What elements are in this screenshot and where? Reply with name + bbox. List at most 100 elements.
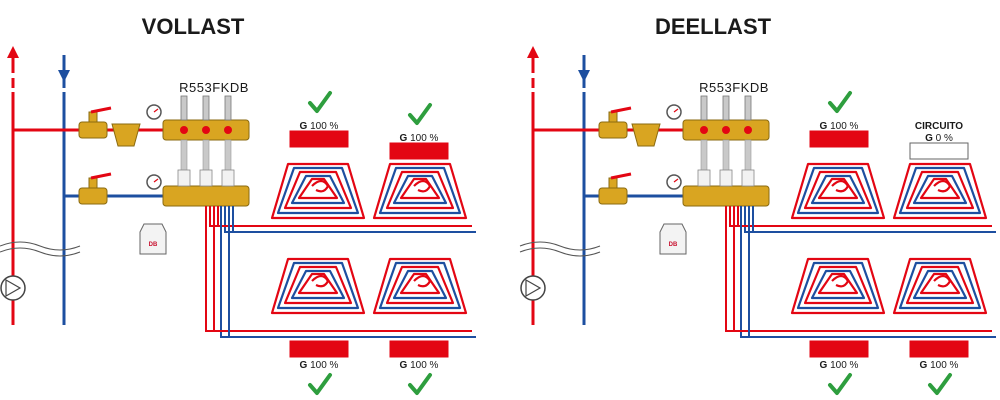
flow-meter-cap — [202, 126, 210, 134]
flow-meter — [722, 95, 730, 121]
loop-ring — [912, 174, 968, 205]
flow-meter — [180, 95, 188, 121]
db-tag-icon — [659, 223, 687, 255]
filter-icon — [631, 123, 661, 147]
loop-spiral — [933, 274, 952, 288]
flow-meter — [744, 95, 752, 121]
ball-valve-supply — [78, 106, 112, 139]
manifold-model: R553FKDB — [179, 80, 249, 95]
check-icon — [408, 103, 432, 125]
loop-ring — [810, 269, 866, 300]
loop-flow-value: 100 % — [830, 121, 858, 132]
pump-icon — [0, 275, 26, 301]
loop-flow-label: G 100 % — [400, 133, 439, 144]
flow-meter-cap — [722, 126, 730, 134]
loop-ring — [905, 265, 975, 305]
loop-flow-prefix: G — [400, 133, 411, 144]
loop-ring — [912, 269, 968, 300]
loop-name: CIRCUITO — [915, 121, 963, 132]
floor-loop — [892, 257, 988, 315]
break-line — [519, 241, 601, 251]
db-tag-label: DB — [149, 242, 158, 248]
loop-ring — [270, 257, 366, 315]
actuator-icon — [697, 169, 711, 187]
loop-ring — [898, 166, 982, 215]
filter-icon — [111, 123, 141, 147]
return-manifold — [682, 185, 770, 207]
feed-pipe — [213, 206, 472, 332]
check-icon — [828, 91, 852, 113]
valve-body — [78, 121, 108, 139]
loop-ring — [810, 174, 866, 205]
loop-flow-label: G 100 % — [300, 121, 339, 132]
loop-flow-prefix: G — [300, 360, 311, 371]
gauge-needle — [673, 178, 679, 183]
loop-flow-prefix: G — [400, 360, 411, 371]
loop-spiral — [831, 179, 850, 193]
loop-ring — [385, 170, 455, 210]
loop-ring — [892, 162, 988, 220]
loop-ring — [372, 257, 468, 315]
floor-loop — [372, 257, 468, 315]
floor-loop — [790, 257, 886, 315]
loop-ring — [276, 166, 360, 215]
valve-body — [598, 187, 628, 205]
return-pipe — [232, 206, 476, 233]
actuator-icon — [741, 169, 755, 187]
loop-status-bar — [909, 340, 969, 358]
loop-status-bar — [809, 340, 869, 358]
loop-ring — [283, 170, 353, 210]
loop-ring — [803, 170, 873, 210]
floor-loop — [790, 162, 886, 220]
panel-title: VOLLAST — [142, 14, 245, 39]
flow-meter — [700, 95, 708, 121]
valve-stem — [608, 177, 618, 189]
check-icon — [928, 373, 952, 395]
loop-ring — [276, 261, 360, 310]
feed-pipe — [733, 206, 992, 332]
loop-ring — [378, 261, 462, 310]
gauge-needle — [153, 178, 159, 183]
loop-flow-value: 100 % — [830, 360, 858, 371]
loop-ring — [905, 170, 975, 210]
loop-flow-label: G 100 % — [920, 360, 959, 371]
check-icon — [308, 373, 332, 395]
floor-loop — [372, 162, 468, 220]
floor-loop — [270, 162, 366, 220]
feed-pipe — [217, 206, 472, 227]
loop-spiral — [413, 179, 432, 193]
valve-body — [78, 187, 108, 205]
return-manifold — [162, 185, 250, 207]
loop-ring — [392, 269, 448, 300]
flow-meter-cap — [224, 126, 232, 134]
db-tag-icon — [139, 223, 167, 255]
return-pipe — [228, 206, 476, 338]
loop-status-bar — [389, 340, 449, 358]
feed-pipe — [737, 206, 992, 227]
loop-ring — [919, 272, 961, 295]
loop-flow-value: 100 % — [310, 360, 338, 371]
gauge-needle — [673, 108, 679, 113]
loop-ring — [919, 177, 961, 200]
panel-title: DEELLAST — [655, 14, 772, 39]
loop-spiral — [311, 274, 330, 288]
loop-flow-prefix: G — [820, 360, 831, 371]
actuator-icon — [221, 169, 235, 187]
feed-pipe — [725, 206, 790, 332]
ball-valve-return — [598, 172, 632, 205]
floor-loop — [892, 162, 988, 220]
loop-ring — [297, 177, 339, 200]
break-line — [519, 247, 601, 257]
break-line — [0, 247, 81, 257]
loop-spiral — [933, 179, 952, 193]
loop-ring — [803, 265, 873, 305]
loop-flow-label: G 100 % — [400, 360, 439, 371]
db-tag-label: DB — [669, 242, 678, 248]
loop-flow-value: 100 % — [930, 360, 958, 371]
loop-ring — [399, 272, 441, 295]
loop-spiral — [831, 274, 850, 288]
loop-flow-label: G 100 % — [820, 360, 859, 371]
loop-ring — [817, 272, 859, 295]
pump-triangle — [5, 278, 22, 298]
